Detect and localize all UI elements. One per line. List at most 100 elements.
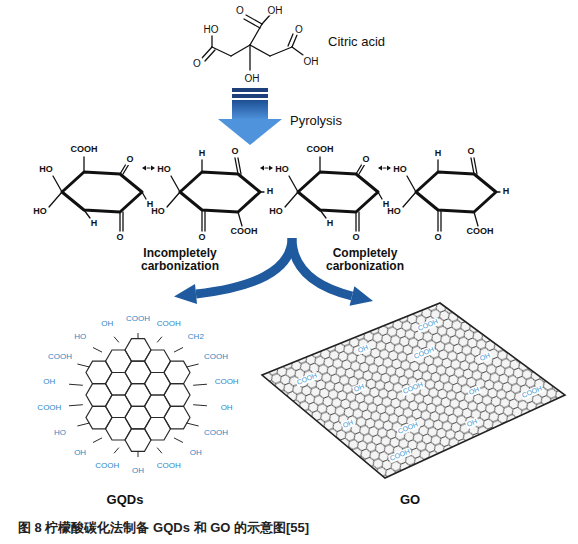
pyrolysis-intermediate <box>49 157 500 231</box>
atom-label: O <box>361 155 370 165</box>
atom-label: O <box>466 147 475 157</box>
bond-line <box>260 191 264 192</box>
atom-label: O <box>235 5 245 16</box>
chair-ring <box>180 172 260 212</box>
arrow-head <box>142 166 146 171</box>
functional-group: OH <box>131 467 145 476</box>
atom-label: H <box>198 149 207 159</box>
atom-label: HO <box>32 207 48 217</box>
arrow-head <box>269 166 273 171</box>
bond-line <box>122 212 123 231</box>
bond-line <box>201 210 202 231</box>
substituent-bond <box>157 448 162 454</box>
functional-group: HO <box>53 429 67 438</box>
atom-label: COOH <box>230 227 259 237</box>
chair-ring <box>298 172 378 212</box>
bond-line <box>403 192 416 207</box>
atom-label: COOH <box>70 145 99 155</box>
route-label: Incompletely carbonization <box>132 247 228 273</box>
substituent-bond <box>157 337 162 343</box>
substituent-bond <box>174 438 183 443</box>
functional-group: COOH <box>94 462 120 471</box>
substituent-bond <box>114 448 119 454</box>
substituent-bond <box>186 423 198 426</box>
bond-line <box>359 164 365 174</box>
atom-label: O <box>125 155 134 165</box>
atom-label: O <box>433 233 442 243</box>
bond-line <box>496 191 500 192</box>
atom-label: HO <box>150 207 166 217</box>
atom-label: O <box>351 233 360 243</box>
atom-label: H <box>266 187 275 197</box>
substituent-bond <box>77 423 89 426</box>
substituent-bond <box>138 333 139 339</box>
atom-label: COOH <box>306 145 335 155</box>
bond-line <box>471 158 474 174</box>
atom-label: H <box>90 219 99 229</box>
substituent-bond <box>114 337 119 343</box>
functional-group: OH <box>220 404 234 413</box>
bond-line <box>285 192 298 207</box>
bond-line <box>123 164 129 174</box>
bond-line <box>238 212 242 226</box>
functional-group: COOH <box>396 420 420 436</box>
atom-label: HO <box>38 165 54 175</box>
functional-group: OH <box>351 382 365 394</box>
citric-acid-structure <box>202 15 303 70</box>
atom-label: H <box>434 149 443 159</box>
functional-group: COOH <box>203 353 229 362</box>
bond-line <box>320 210 326 218</box>
bond-line <box>319 157 320 172</box>
atom-label: HO <box>156 165 172 175</box>
bond-line <box>289 176 298 192</box>
bond-line <box>142 192 146 199</box>
functional-group: COOH <box>416 317 440 333</box>
functional-group: OH <box>340 418 354 430</box>
atom-label: OH <box>303 56 320 67</box>
functional-group: COOH <box>36 404 62 413</box>
functional-group: OH <box>189 449 203 458</box>
functional-group: COOH <box>125 315 151 324</box>
bond-line <box>356 164 362 174</box>
functional-group: COOH <box>214 377 240 386</box>
product-label: GO <box>400 493 420 507</box>
go-sheet <box>250 295 570 485</box>
arrow-head <box>387 166 391 171</box>
atom-label: HO <box>392 165 408 175</box>
atom-label: O <box>294 24 304 35</box>
bond-line <box>49 192 62 207</box>
substituent-bond <box>93 348 102 353</box>
substituent-bond <box>186 364 198 367</box>
arrow-head <box>378 166 382 171</box>
atom-label: HO <box>268 207 284 217</box>
functional-group: OH <box>42 377 56 386</box>
substituent-bond <box>193 384 207 385</box>
hexagon-ring <box>164 406 190 429</box>
bond-line <box>358 212 359 231</box>
arrow-head <box>260 166 264 171</box>
functional-group: HO <box>73 332 87 341</box>
bond-line <box>378 192 382 199</box>
atom-label: COOH <box>466 227 495 237</box>
atom-label: H <box>326 219 335 229</box>
compound-name: Citric acid <box>328 35 385 49</box>
functional-group: COOH <box>388 448 412 464</box>
functional-group: COOH <box>156 319 182 328</box>
product-label: GQDs <box>107 493 144 507</box>
functional-group: COOH <box>203 429 229 438</box>
atom-label: H <box>502 187 511 197</box>
bond-line <box>83 157 84 172</box>
atom-label: HO <box>203 24 220 35</box>
bond-line <box>204 210 205 231</box>
bond-line <box>474 158 477 174</box>
bond-line <box>407 176 416 192</box>
functional-group: OH <box>466 385 480 397</box>
hexagon-ring <box>164 361 190 384</box>
atom-label: O <box>115 233 124 243</box>
atom-label: HO <box>274 165 290 175</box>
bond-line <box>201 160 202 172</box>
atom-label: OH <box>267 5 284 16</box>
process-label: Pyrolysis <box>290 114 342 128</box>
functional-group: OH <box>100 319 114 328</box>
